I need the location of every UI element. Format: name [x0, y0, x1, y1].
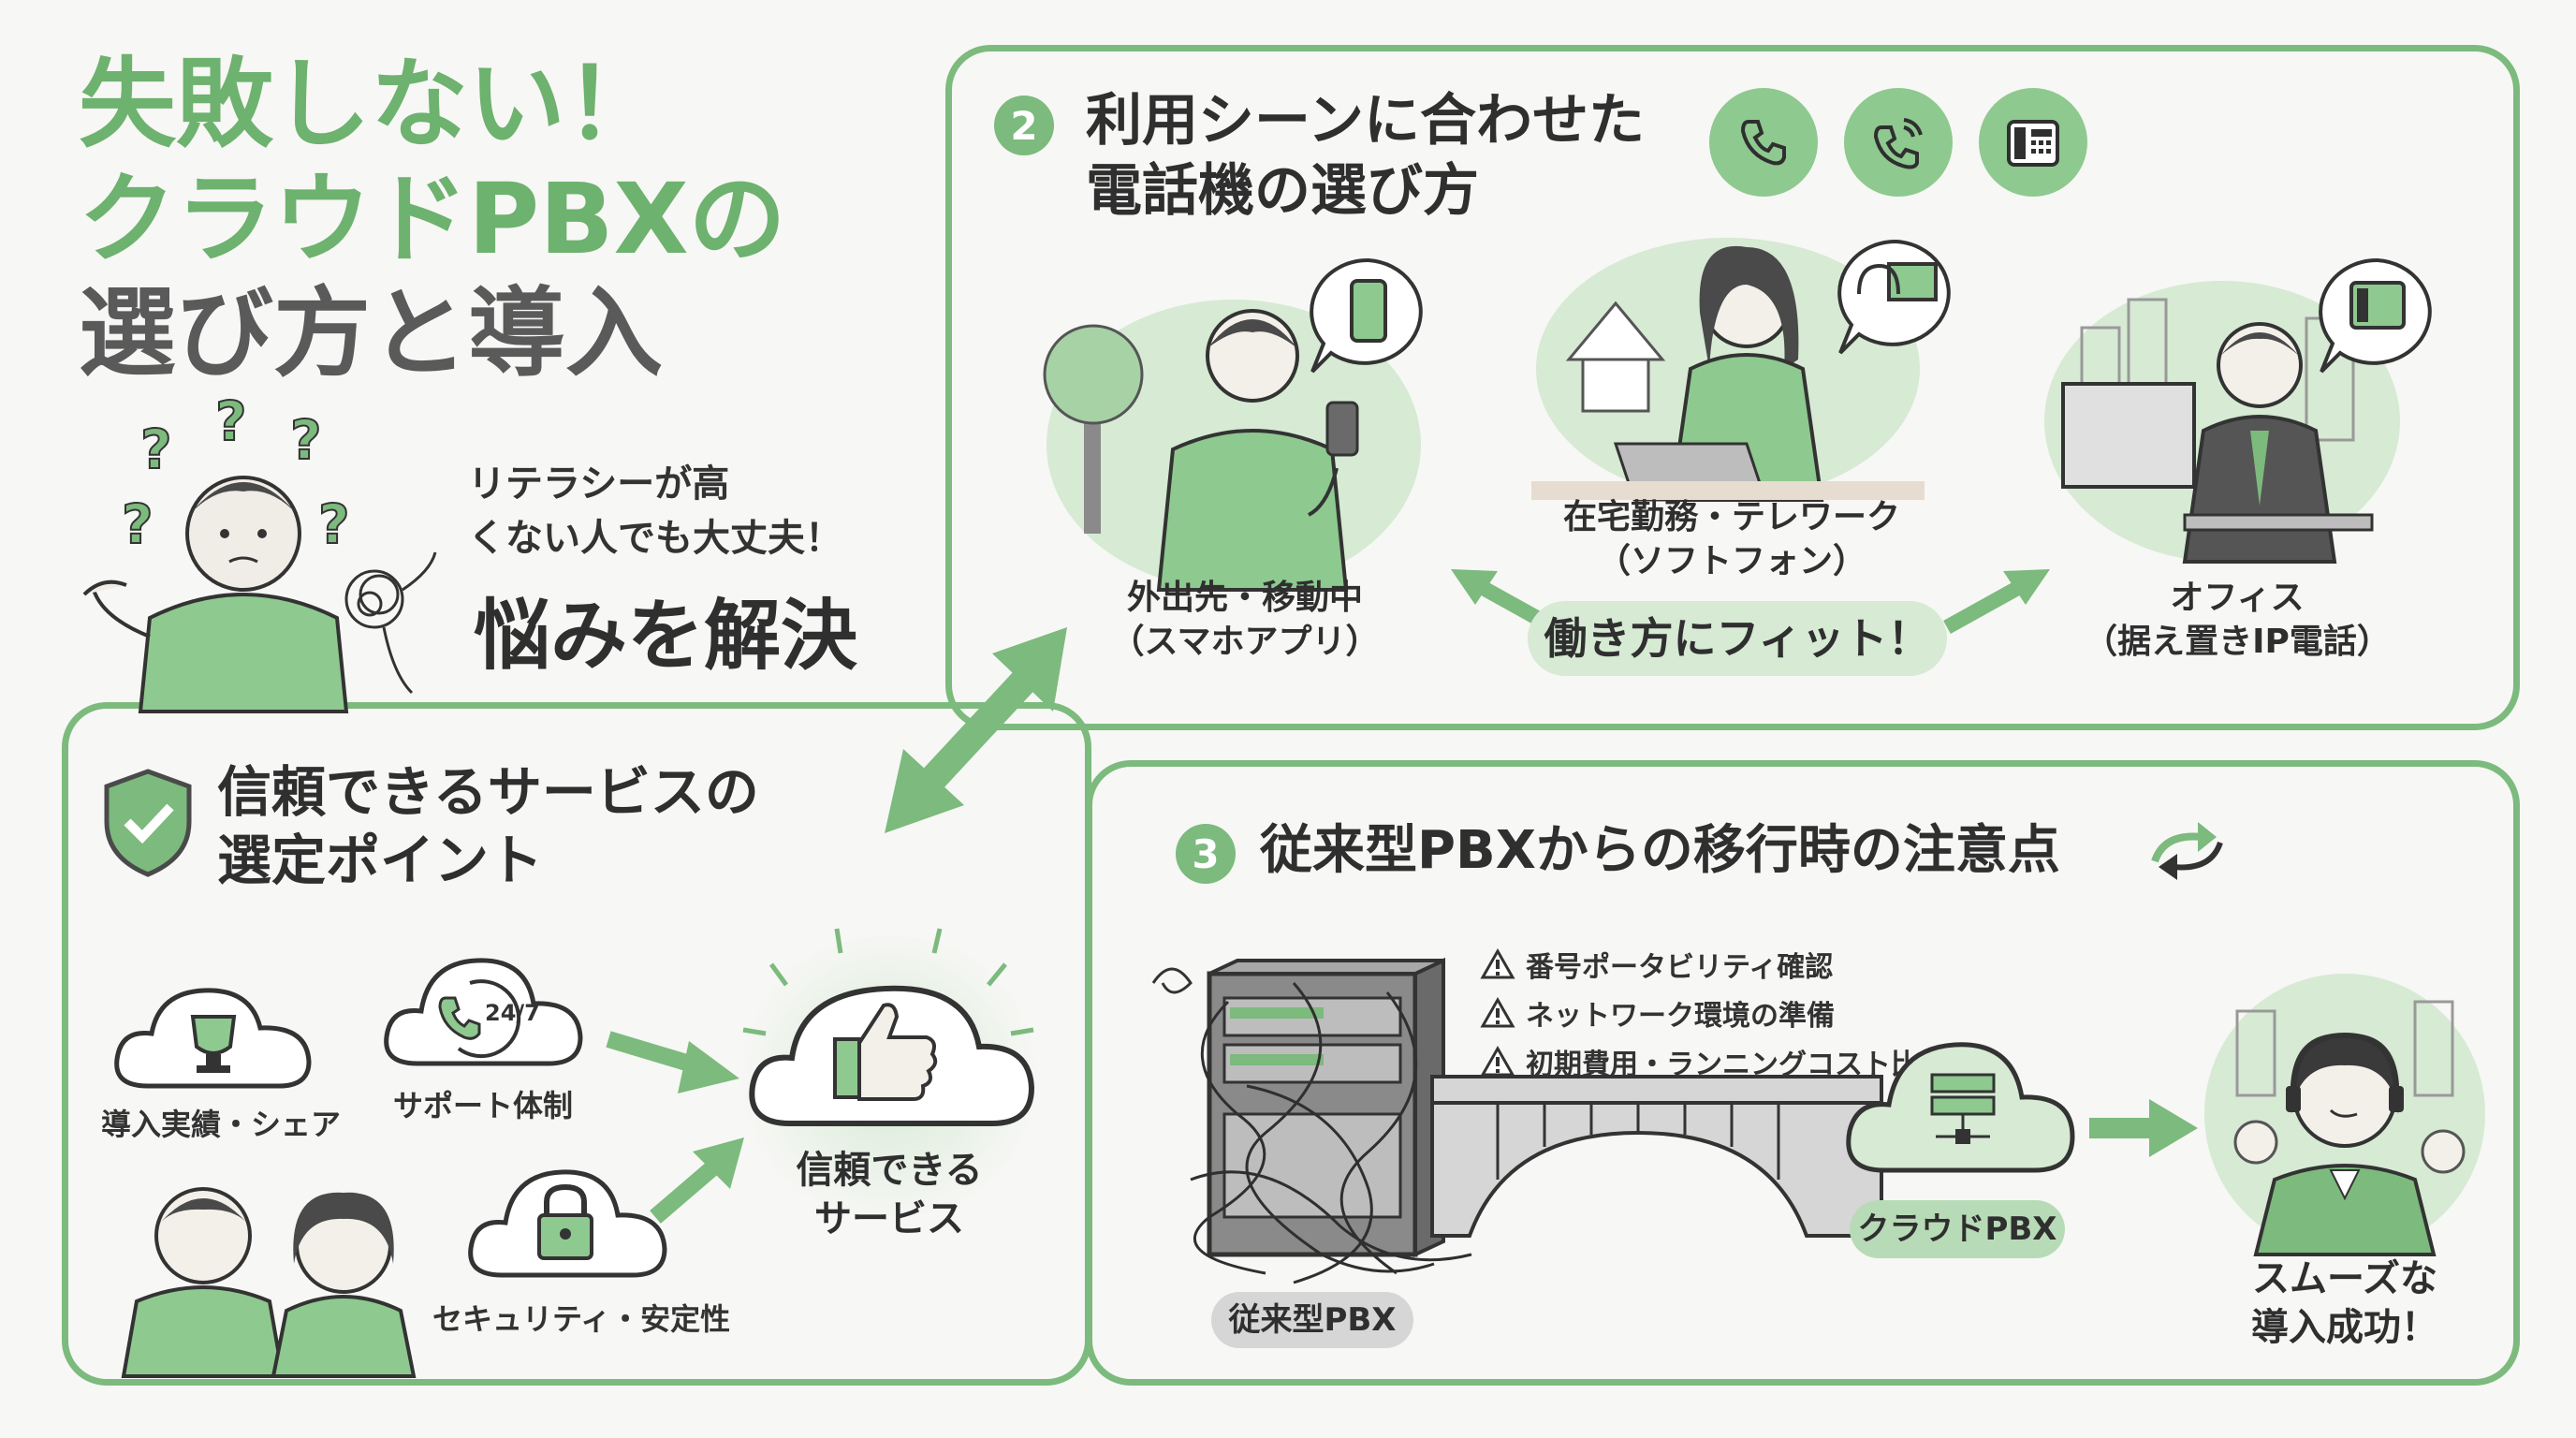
scene-office-label: オフィス: [2170, 579, 2305, 617]
phone-handset-icon: [1709, 88, 1818, 197]
phone-icon-group: [1709, 88, 2087, 197]
points-to-result-arrows: [606, 1031, 744, 1224]
legacy-pbx-rack-illustration: [1151, 957, 1472, 1284]
thumbs-up-cloud-icon: [742, 928, 1035, 1126]
bridge-illustration: [1430, 1075, 1883, 1238]
intro-headline: 悩みを解決: [474, 592, 858, 681]
scene-telework-sub: （ソフトフォン）: [1596, 541, 1866, 580]
success-line1: スムーズな: [2252, 1257, 2437, 1300]
to-success-arrow: [2089, 1099, 2198, 1157]
main-title-line3: 選び方と導入: [79, 276, 664, 391]
warning-item: ネットワーク環境の準備: [1480, 989, 1947, 1037]
phone-ringing-icon: [1844, 88, 1953, 197]
section1-title-line1: 信頼できるサービスの: [217, 760, 759, 824]
scene-telework: 在宅勤務・テレワーク （ソフトフォン）: [1535, 496, 1928, 584]
point-security: セキュリティ・安定性: [432, 1301, 731, 1337]
intro-caption-line2: くない人でも大丈夫！: [468, 517, 842, 560]
support-cloud-icon: 24/7: [384, 958, 583, 1066]
lock-cloud-icon: [468, 1169, 667, 1278]
section3-number: 3: [1176, 824, 1236, 884]
success-line2: 導入成功！: [2251, 1306, 2438, 1349]
svg-text:?: ?: [290, 408, 322, 472]
result-line2: サービス: [814, 1197, 964, 1240]
scene-mobile-sub: （スマホアプリ）: [1110, 622, 1380, 661]
main-title-line2: クラウドPBXの: [79, 161, 786, 276]
svg-text:?: ?: [140, 418, 172, 481]
warning-list: 番号ポータビリティ確認 ネットワーク環境の準備 初期費用・ランニングコスト比較: [1480, 940, 1947, 1086]
point-share: 導入実績・シェア: [101, 1107, 342, 1142]
section1-title: 信頼できるサービスの 選定ポイント: [217, 758, 759, 894]
main-title: 失敗しない！ クラウドPBXの 選び方と導入: [79, 47, 786, 391]
scene-office-sub: （据え置きIP電話）: [2084, 622, 2391, 661]
warning-icon: [1480, 996, 1515, 1028]
warning-item: 番号ポータビリティ確認: [1480, 940, 1947, 989]
section1-title-line2: 選定ポイント: [217, 828, 544, 892]
panel-migration: [1086, 760, 2520, 1386]
migration-arrows-icon: [2151, 822, 2223, 880]
fit-label: 働き方にフィット！: [1528, 601, 1947, 676]
section2-title-line2: 電話機の選び方: [1086, 158, 1479, 224]
panel-phone-selection: [945, 45, 2520, 730]
operator-illustration: [2204, 974, 2485, 1256]
point-support: サポート体制: [393, 1088, 574, 1123]
svg-text:?: ?: [215, 389, 247, 453]
headset-monitor-icon: [1837, 239, 1951, 355]
two-people-illustration: [121, 1187, 417, 1378]
scene-mobile: 外出先・移動中 （スマホアプリ）: [1086, 577, 1404, 665]
connector-double-arrow: [885, 627, 1067, 833]
warning-text: ネットワーク環境の準備: [1526, 1000, 1835, 1033]
section2-title: 利用シーンに合わせた 電話機の選び方: [1086, 86, 1645, 227]
legacy-pbx-label: 従来型PBX: [1211, 1292, 1413, 1348]
section3-title: 従来型PBXからの移行時の注意点: [1260, 820, 2060, 881]
office-phone-icon: [2319, 257, 2432, 374]
scene-telework-label: 在宅勤務・テレワーク: [1562, 498, 1900, 536]
warning-icon: [1480, 947, 1515, 979]
svg-text:?: ?: [318, 492, 350, 556]
scene-office: オフィス （据え置きIP電話）: [2059, 577, 2415, 665]
smartphone-icon: [1310, 257, 1423, 374]
result-line1: 信頼できる: [796, 1149, 983, 1192]
intro-caption-line1: リテラシーが高: [468, 462, 730, 506]
confused-person-illustration: ??? ??: [82, 389, 437, 713]
success-text: スムーズな 導入成功！: [2218, 1255, 2471, 1352]
cloud-server-icon: [1846, 1042, 2075, 1173]
desk-phone-icon: [1979, 88, 2087, 197]
section2-number: 2: [994, 95, 1054, 155]
office-worker-illustration: [2044, 281, 2400, 564]
svg-text:?: ?: [122, 492, 154, 556]
warning-text: 番号ポータビリティ確認: [1526, 951, 1834, 984]
telework-illustration: [1531, 238, 1925, 502]
main-title-line1: 失敗しない！: [79, 47, 664, 161]
shield-check-icon: [104, 769, 192, 877]
support-badge-text: 24/7: [485, 1000, 540, 1026]
result-service: 信頼できる サービス: [768, 1146, 1011, 1243]
intro-caption: リテラシーが高 くない人でも大丈夫！: [468, 457, 842, 565]
trophy-cloud-icon: [114, 988, 312, 1089]
scene-mobile-label: 外出先・移動中: [1126, 579, 1363, 617]
cloud-pbx-label: クラウドPBX: [1850, 1200, 2065, 1258]
section2-title-line1: 利用シーンに合わせた: [1086, 88, 1645, 154]
mobile-worker-illustration: [1043, 300, 1421, 592]
